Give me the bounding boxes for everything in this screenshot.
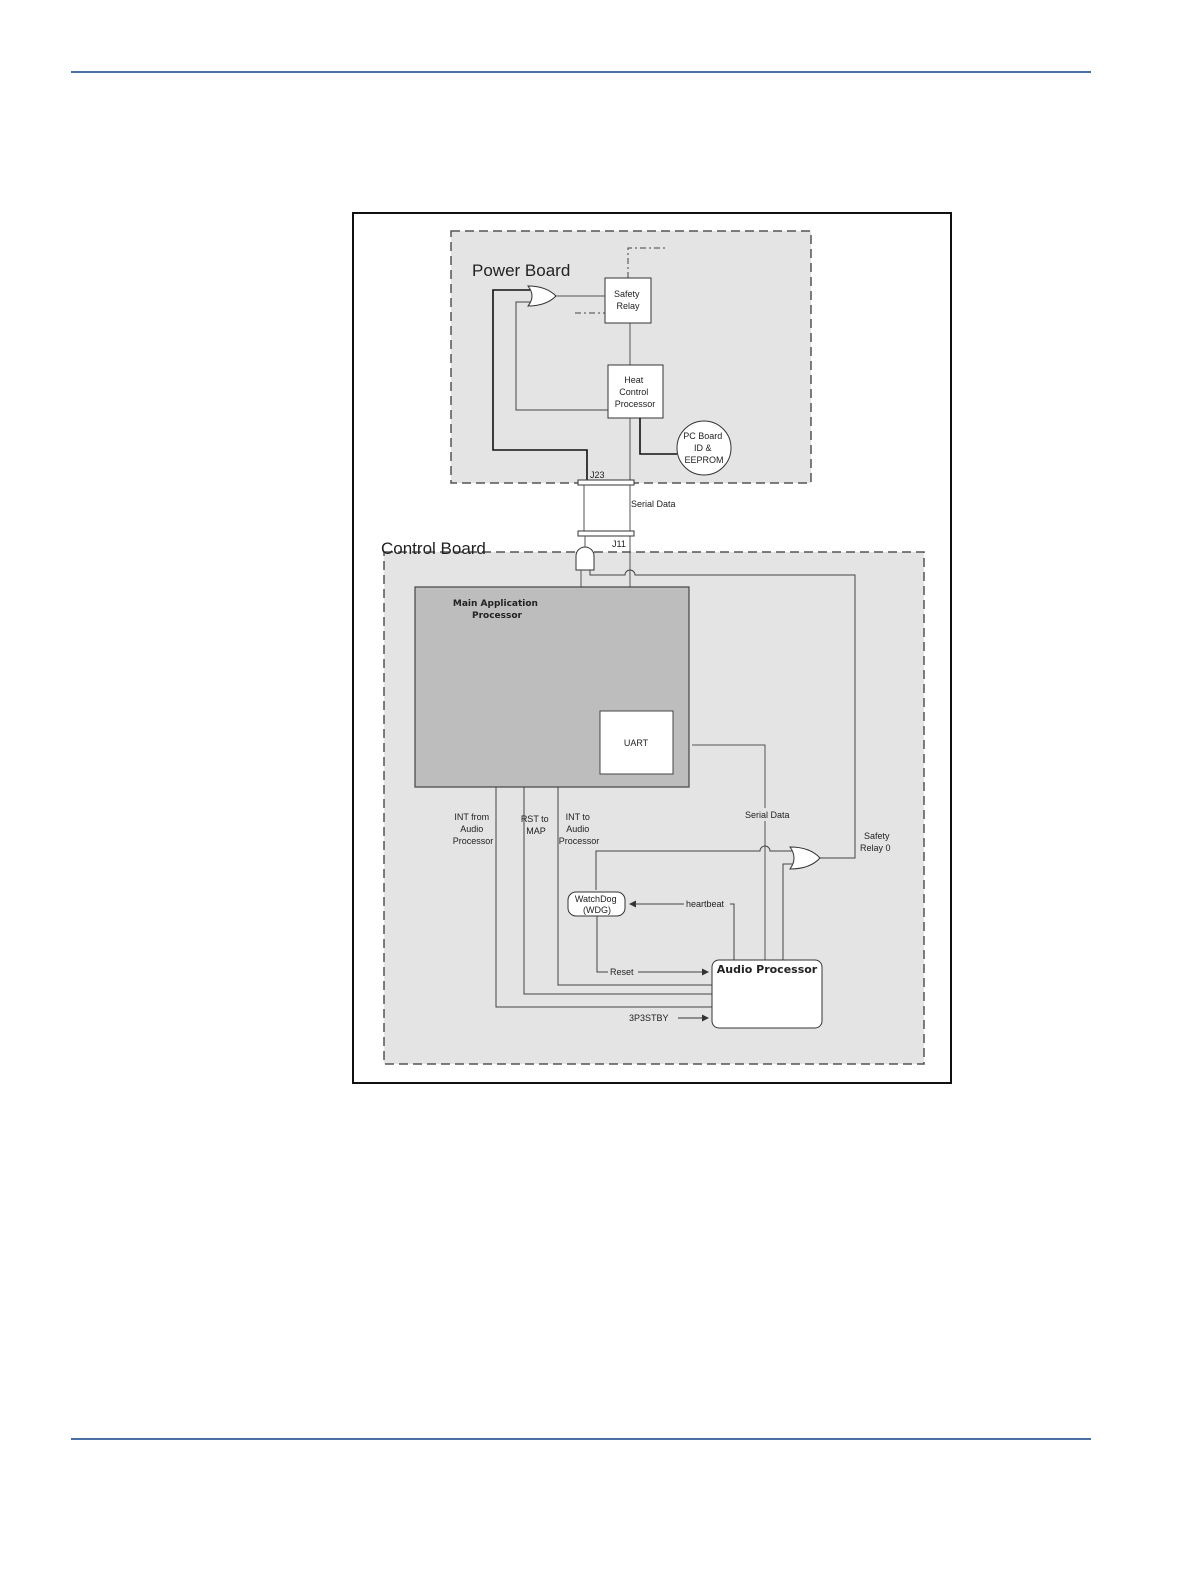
uart-label: UART [624, 738, 649, 748]
uart-serial-label: Serial Data [745, 810, 790, 820]
harness-serial-label: Serial Data [631, 499, 676, 509]
power-board-title: Power Board [472, 261, 570, 280]
control-board-title: Control Board [381, 539, 486, 558]
supply-label: 3P3STBY [629, 1013, 669, 1023]
connector-j11 [578, 531, 634, 536]
and-gate-control [576, 547, 594, 570]
reset-label: Reset [610, 967, 634, 977]
audio-processor-label: Audio Processor [717, 963, 818, 976]
j11-label: J11 [612, 539, 626, 549]
connector-j23 [578, 480, 634, 485]
j23-label: J23 [590, 470, 605, 480]
heartbeat-label: heartbeat [686, 899, 725, 909]
